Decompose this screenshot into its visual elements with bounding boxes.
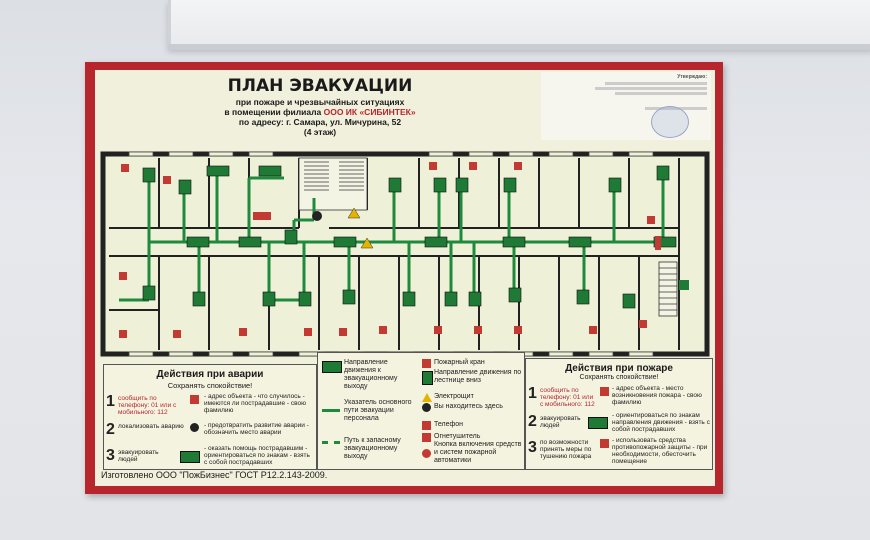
approval-title: Утверждаю: — [677, 74, 707, 80]
approval-line-1 — [605, 82, 707, 85]
manufacturer-footer: Изготовлено ООО "ПожБизнес" ГОСТ Р12.2.1… — [101, 470, 328, 480]
legend-extinguisher: Огнетушитель — [434, 433, 481, 440]
exit-arrow-signs — [142, 165, 677, 309]
accident-step2-left: локализовать аварию — [118, 423, 184, 430]
plan-subtitle-4: (4 этаж) — [303, 127, 337, 137]
fire-step3-right: - использовать средства противопожарной … — [612, 437, 708, 465]
accident-step3-left: эвакуировать людей — [118, 449, 159, 463]
plan-subtitle-2: в помещении филиала ООО ИК «СИБИНТЕК» — [95, 107, 545, 117]
stairwell — [298, 157, 678, 317]
evacuation-plan-sign: ПЛАН ЭВАКУАЦИИ при пожаре и чрезвычайных… — [85, 62, 723, 494]
fire-actions-box: Действия при пожаре Сохранять спокойстви… — [525, 358, 713, 470]
electric-panel-marker — [347, 207, 361, 219]
sign-panel: ПЛАН ЭВАКУАЦИИ при пожаре и чрезвычайных… — [95, 70, 715, 486]
stairs-down-icon — [422, 371, 433, 385]
extinguisher-icon — [422, 433, 431, 442]
accident-actions-title: Действия при аварии — [156, 369, 264, 380]
legend-stairs-down: Направление движения по лестнице вниз — [434, 369, 522, 384]
fire-hydrant-markers — [119, 162, 661, 338]
spare-path-icon — [322, 441, 340, 444]
accident-actions-subtitle: Сохранять спокойствие! — [167, 381, 253, 390]
legend-box: Направление движения к эвакуационному вы… — [317, 352, 525, 470]
you-are-here-icon — [422, 403, 431, 412]
phone-icon — [190, 395, 199, 404]
approval-stamp — [651, 106, 689, 138]
plan-subtitle-2-text: в помещении филиала — [224, 107, 324, 117]
plan-title: ПЛАН ЭВАКУАЦИИ — [227, 76, 413, 96]
plan-subtitle-3: по адресу: г. Самара, ул. Мичурина, 52 — [238, 117, 402, 127]
fire-actions-title: Действия при пожаре — [565, 363, 673, 374]
exit-arrow-icon — [588, 417, 608, 429]
exit-arrow-icon — [180, 451, 200, 463]
plan-subtitle-1: при пожаре и чрезвычайных ситуациях — [235, 97, 405, 107]
accident-actions-box: Действия при аварии Сохранять спокойстви… — [103, 364, 317, 470]
accident-step1-right: - адрес объекта - что случилось - имеютс… — [204, 393, 306, 414]
wall-shelf — [168, 0, 870, 48]
fire-step1-left: сообщить по телефону: 01 или с мобильног… — [540, 387, 595, 408]
approval-line-2 — [595, 87, 707, 90]
extinguisher-icon — [600, 439, 609, 448]
step-number: 3 — [528, 439, 537, 456]
legend-fire-button: Кнопка включения средств и систем пожарн… — [434, 441, 522, 464]
wall-shelf-edge — [168, 44, 870, 50]
phone-icon — [600, 387, 609, 396]
phone-icon — [422, 421, 431, 430]
evacuation-path — [119, 172, 665, 302]
fire-actions-subtitle: Сохранять спокойствие! — [579, 374, 659, 381]
legend-main-path: Указатель основного пути эвакуации персо… — [344, 399, 412, 422]
approval-line-3 — [615, 92, 707, 95]
legend-electric-panel: Электрощит — [434, 393, 474, 400]
legend-you-are-here: Вы находитесь здесь — [434, 403, 503, 410]
step-number: 1 — [106, 393, 115, 410]
legend-phone: Телефон — [434, 421, 464, 428]
plan-subtitle-org: ООО ИК «СИБИНТЕК» — [323, 107, 416, 117]
legend-fire-hydrant: Пожарный кран — [434, 359, 485, 366]
fire-step2-right: - ориентироваться по знакам направления … — [612, 412, 710, 433]
electric-panel-icon — [422, 393, 432, 402]
step-number: 1 — [528, 385, 537, 402]
floor-plan — [99, 150, 711, 358]
step-number: 3 — [106, 447, 115, 464]
legend-spare-path: Путь к запасному эвакуационному выходу — [344, 437, 401, 460]
accident-step3-right: - оказать помощь пострадавшим - ориентир… — [204, 445, 310, 466]
fire-step3-left: по возможности принять меры по тушению п… — [540, 439, 592, 460]
accident-step1-left: сообщить по телефону: 01 или с мобильног… — [118, 395, 177, 416]
fire-step1-right: - адрес объекта - место возникновения по… — [612, 385, 702, 406]
exit-direction-icon — [322, 361, 342, 373]
legend-exit-direction: Направление движения к эвакуационному вы… — [344, 359, 398, 390]
step-number: 2 — [528, 413, 537, 430]
main-path-icon — [322, 409, 340, 412]
fire-hydrant-icon — [422, 359, 431, 368]
fire-step2-left: эвакуировать людей — [540, 415, 581, 429]
location-icon — [190, 423, 199, 432]
step-number: 2 — [106, 421, 115, 438]
you-are-here-marker — [312, 211, 322, 221]
fire-button-icon — [422, 449, 431, 458]
accident-step2-right: - предотвратить развитие аварии - обозна… — [204, 422, 309, 436]
